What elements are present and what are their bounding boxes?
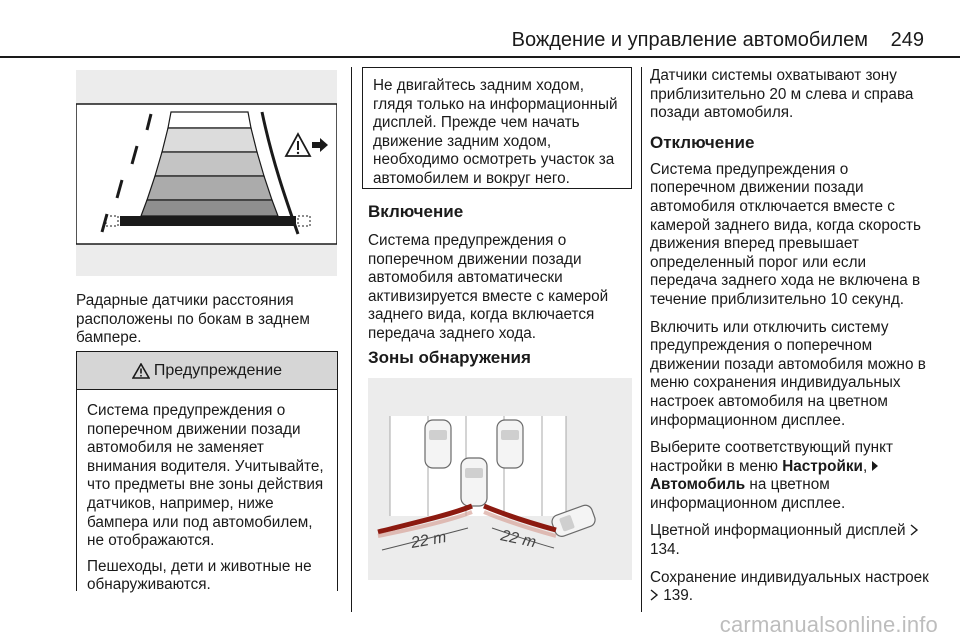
section-heading-deactivation: Отключение [650,132,755,152]
warning-box: Предупреждение Система предупреждения о … [76,351,338,593]
warning-title: Предупреждение [153,361,283,379]
warning-paragraph: Пешеходы, дети и животные не обнаруживаю… [87,557,312,594]
section-heading-activation: Включение [368,202,464,221]
column-divider-1 [351,67,352,612]
intro-text: Радарные датчики расстояния расположены … [76,292,310,347]
deactivation-text: Система предупреждения о поперечном движ… [650,160,921,308]
page-number: 249 [890,29,924,51]
radar-zones-graphic [75,103,338,245]
zone-distance-label-left: 22 m [409,529,448,552]
warning-paragraph: Система предупреждения о поперечном движ… [87,402,324,550]
menu-arrow-icon [872,460,879,471]
column-3: Датчики системы охватывают зону приблизи… [650,67,930,615]
header-rule [0,56,960,58]
select-setting-text: Выберите соответствующий пункт настройки… [650,439,893,512]
page-reference-icon [650,589,659,601]
page-reference-icon [910,524,918,537]
warning-header: Предупреждение [77,352,337,390]
select-suffix: на цветном информационном дисплее. [650,476,846,512]
reference-label: Сохранение индивидуальных настроек [650,568,929,586]
watermark: carmanualsonline.info [719,612,938,637]
warning-triangle-icon [131,362,150,379]
menu-vehicle: Автомобиль [650,476,746,494]
radar-display-illustration [75,70,338,276]
column-divider-2 [641,67,642,612]
coverage-text: Датчики системы охватывают зону приблизи… [650,67,914,122]
caution-box: Не двигайтесь задним ходом, глядя только… [362,67,632,189]
reference-label: Цветной информационный дисплей [650,522,906,540]
section-heading-detection-zones: Зоны обнаружения [368,348,531,367]
reference-page: 139. [663,587,694,605]
select-prefix: Выберите соответствующий пункт настройки… [650,439,893,475]
reference-page: 134. [650,541,680,559]
toggle-text: Включить или отключить систему предупреж… [650,318,926,429]
detection-zones-graphic: 22 m 22 m [377,416,596,552]
caution-text: Не двигайтесь задним ходом, глядя только… [373,77,618,187]
cross-reference: Цветной информационный дисплей 134. [650,522,930,559]
menu-settings: Настройки [782,457,863,475]
page-title: Вождение и управление автомобилем [511,29,868,51]
page-header: Вождение и управление автомобилем 249 [0,0,960,58]
cross-reference: Сохранение индивидуальных настроек 139. [650,569,930,606]
activation-text: Система предупреждения о поперечном движ… [368,232,609,342]
detection-zones-illustration: 22 m 22 m [368,378,632,580]
